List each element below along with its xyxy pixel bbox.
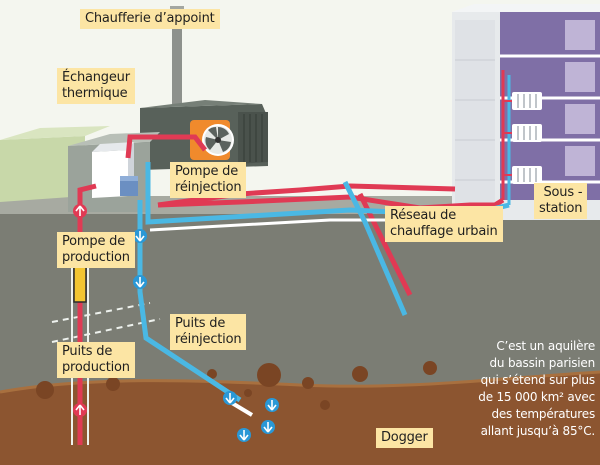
note-line: des températures — [491, 407, 595, 421]
note-line: allant jusqu’à 85°C. — [480, 424, 596, 438]
label-puits-reinjection: Puits de réinjection — [170, 314, 247, 350]
label-text: production — [62, 250, 130, 265]
radiator-icon — [512, 92, 542, 110]
reinjection-well-pipe — [137, 200, 242, 403]
down-arrow-icon — [261, 420, 275, 434]
up-arrow-icon — [73, 204, 87, 218]
chimney — [172, 8, 182, 106]
label-text: production — [62, 360, 130, 375]
label-text: réinjection — [175, 180, 242, 195]
label-text: Chaufferie d’appoint — [85, 11, 215, 26]
up-arrow-icon — [73, 403, 87, 417]
label-pompe-reinjection: Pompe de réinjection — [170, 162, 247, 198]
down-arrow-icon — [265, 398, 279, 412]
note-line: du bassin parisien — [489, 356, 596, 370]
down-arrow-icon — [133, 275, 147, 289]
label-text: Échangeur — [62, 70, 130, 85]
down-arrow-icon — [133, 229, 147, 243]
label-text: réinjection — [175, 332, 242, 347]
label-echangeur: Échangeur thermique — [57, 68, 135, 104]
label-text: station — [539, 201, 583, 216]
label-text: Pompe de — [175, 164, 239, 179]
label-text: Sous - — [543, 185, 583, 200]
label-text: Dogger — [381, 430, 428, 445]
down-arrow-icon — [237, 428, 251, 442]
label-dogger: Dogger — [376, 428, 433, 448]
label-reseau: Réseau de chauffage urbain — [385, 206, 503, 242]
down-arrow-icon — [223, 391, 237, 405]
fan-icon — [202, 124, 234, 156]
label-text: Réseau de — [390, 208, 457, 223]
note-line: qui s’étend sur plus — [480, 373, 596, 387]
note-line: C’est un aquilère — [496, 339, 595, 353]
aquifer-note: C’est un aquilère du bassin parisien qui… — [430, 338, 595, 440]
rock-pebbles — [36, 361, 437, 410]
left-green-building — [0, 136, 85, 202]
label-chaufferie: Chaufferie d’appoint — [80, 9, 220, 29]
label-text: Puits de — [175, 316, 226, 331]
radiator-icon — [512, 166, 542, 184]
label-sous-station: Sous - station — [534, 183, 588, 219]
label-text: chauffage urbain — [390, 224, 498, 239]
aquifer-line-1 — [51, 302, 151, 323]
heat-exchanger — [92, 150, 128, 198]
label-puits-production: Puits de production — [57, 342, 135, 378]
note-line: de 15 000 km² avec — [478, 390, 595, 404]
label-pompe-production: Pompe de production — [57, 232, 135, 268]
label-text: Pompe de — [62, 234, 126, 249]
radiator-icon — [512, 124, 542, 142]
production-pump — [73, 261, 87, 303]
label-text: thermique — [62, 86, 128, 101]
dogger-layer — [0, 372, 600, 465]
label-text: Puits de — [62, 344, 113, 359]
